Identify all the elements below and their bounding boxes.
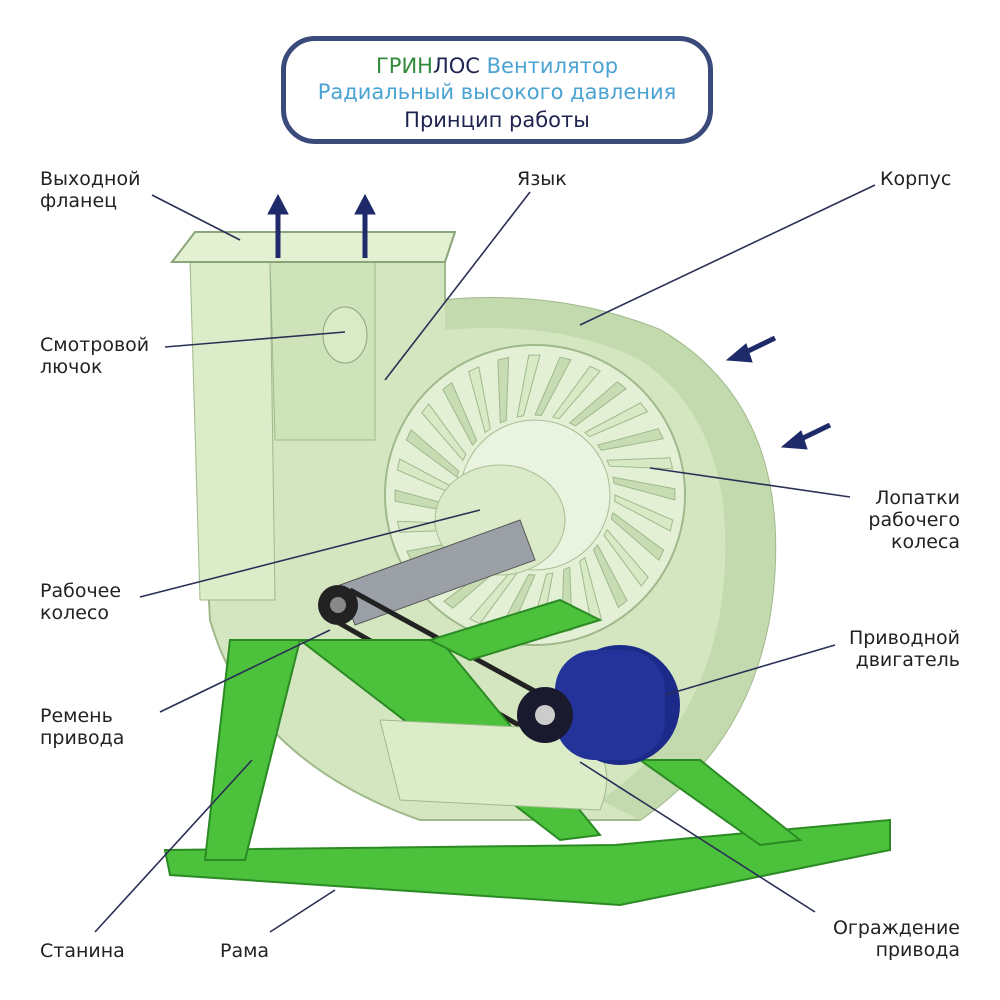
impeller-blade bbox=[614, 494, 674, 532]
impeller-blade bbox=[592, 544, 628, 609]
impeller-blade bbox=[405, 428, 460, 479]
label-line: Выходной bbox=[40, 168, 141, 190]
drive-motor bbox=[517, 645, 680, 765]
caption: Принцип работы bbox=[404, 108, 590, 132]
impeller-blade bbox=[551, 365, 602, 420]
label-line: Рабочее bbox=[40, 580, 122, 602]
impeller-blade bbox=[606, 457, 674, 470]
label-line: фланец bbox=[40, 190, 118, 212]
label-outlet-flange: Выходной фланец bbox=[40, 168, 140, 212]
impeller-blade bbox=[603, 528, 649, 587]
impeller-blade bbox=[534, 356, 572, 416]
label-line: колесо bbox=[40, 602, 110, 624]
title-box: ГРИНЛОС Вентилятор Радиальный высокого д… bbox=[281, 36, 713, 144]
label-line: привода bbox=[875, 939, 960, 961]
impeller-blade bbox=[442, 381, 478, 446]
impeller-blade bbox=[497, 356, 510, 424]
outlet-flange bbox=[169, 231, 457, 263]
label-impeller-blades: Лопатки рабочего колеса bbox=[868, 487, 960, 553]
label-drive-belt: Ремень привода bbox=[40, 705, 124, 749]
label-line: Лопатки bbox=[875, 487, 960, 509]
airflow-arrows bbox=[267, 193, 832, 450]
label-drive-guard: Ограждение привода bbox=[833, 917, 960, 961]
label-line: Смотровой bbox=[40, 334, 150, 356]
label-inspection-hatch: Смотровой лючок bbox=[40, 334, 149, 378]
label-housing: Корпус bbox=[880, 168, 952, 190]
label-line: двигатель bbox=[855, 649, 960, 671]
label-line: Ограждение bbox=[832, 917, 960, 939]
impeller-blade bbox=[612, 476, 676, 501]
subtitle: Радиальный высокого давления bbox=[317, 80, 677, 104]
title-line-1: ГРИНЛОС Вентилятор bbox=[286, 53, 708, 79]
label-line: лючок bbox=[40, 356, 103, 378]
impeller-blade bbox=[568, 381, 627, 427]
label-line: привода bbox=[40, 727, 125, 749]
label-stand: Станина bbox=[40, 940, 125, 962]
impeller-blade bbox=[468, 366, 491, 434]
inspection-hatch bbox=[322, 306, 368, 364]
label-line: Ремень bbox=[40, 705, 113, 727]
label-line: Приводной bbox=[848, 627, 960, 649]
impeller-blade bbox=[584, 402, 649, 438]
label-frame: Рама bbox=[220, 940, 270, 962]
label-drive-motor: Приводной двигатель bbox=[849, 627, 960, 671]
impeller-blade bbox=[421, 403, 467, 462]
leader-lines bbox=[94, 184, 876, 933]
label-line: колеса bbox=[890, 531, 960, 553]
impeller-blade bbox=[516, 354, 541, 418]
outlet-duct bbox=[189, 259, 276, 601]
label-line: рабочего bbox=[868, 509, 960, 531]
brand-dark: ЛОС bbox=[432, 54, 480, 78]
product-name: Вентилятор bbox=[486, 54, 619, 78]
label-impeller: Рабочее колесо bbox=[40, 580, 121, 624]
label-tongue: Язык bbox=[517, 168, 567, 190]
brand-green: ГРИН bbox=[375, 54, 433, 78]
impeller-blade bbox=[610, 511, 665, 562]
impeller-blade bbox=[596, 428, 664, 451]
